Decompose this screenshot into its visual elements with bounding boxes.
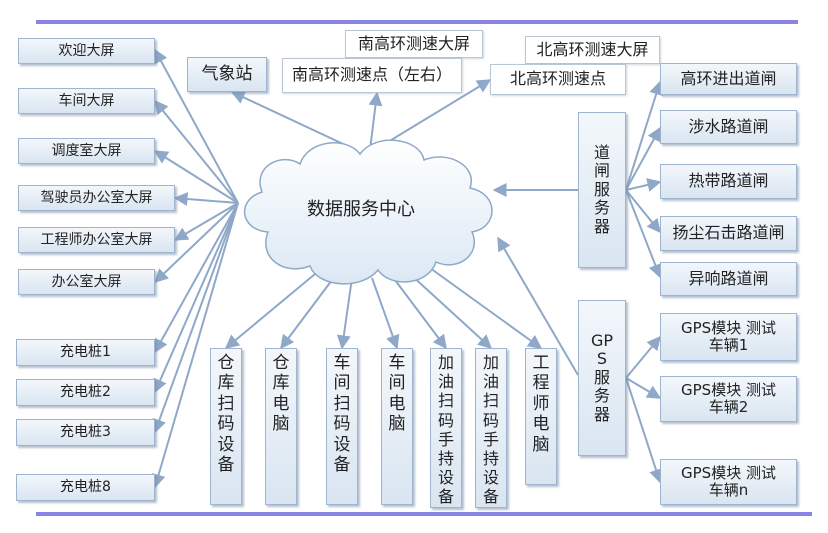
gate-dust-stone-road[interactable]: 扬尘石击路道闸 xyxy=(660,216,797,251)
screen-engineer-office[interactable]: 工程师办公室大屏 xyxy=(18,227,175,253)
south-ring-speed-screen[interactable]: 南高环测速大屏 xyxy=(345,30,483,58)
north-ring-speed-point[interactable]: 北高环测速点 xyxy=(490,64,626,95)
top-rule xyxy=(36,20,798,24)
charger-1[interactable]: 充电桩1 xyxy=(16,339,155,366)
link-warehouse-pc xyxy=(280,275,336,350)
gate-server[interactable]: 道 闸 服 务 器 xyxy=(578,112,626,268)
screen-dispatch[interactable]: 调度室大屏 xyxy=(18,138,155,164)
link-gps-server xyxy=(497,236,579,376)
link-gate-2 xyxy=(625,126,661,191)
link-charger-8 xyxy=(151,202,239,489)
fuel-handheld-scanner-2[interactable]: 加 油 扫 码 手 持 设 备 xyxy=(475,348,507,508)
link-gps-2 xyxy=(625,377,662,399)
link-driver-office-screen xyxy=(173,192,239,206)
link-charger-2 xyxy=(153,202,239,394)
gate-tropical-road[interactable]: 热带路道闸 xyxy=(660,164,797,199)
link-gate-3 xyxy=(625,178,662,192)
charger-2[interactable]: 充电桩2 xyxy=(16,379,155,406)
gate-high-ring-entry[interactable]: 高环进出道闸 xyxy=(660,63,797,95)
bottom-rule xyxy=(36,512,812,516)
link-gps-n xyxy=(625,377,663,484)
charger-8[interactable]: 充电桩8 xyxy=(16,474,155,501)
link-gate-4 xyxy=(625,189,661,234)
gate-noise-road[interactable]: 异响路道闸 xyxy=(660,262,797,296)
gps-server[interactable]: GP S 服 务 器 xyxy=(578,300,626,456)
link-warehouse-scanner xyxy=(224,273,316,349)
north-ring-speed-screen[interactable]: 北高环测速大屏 xyxy=(525,36,660,64)
data-service-center-label: 数据服务中心 xyxy=(307,199,415,220)
fuel-handheld-scanner-1[interactable]: 加 油 扫 码 手 持 设 备 xyxy=(430,348,462,508)
link-office-screen xyxy=(153,202,239,283)
link-charger-1 xyxy=(154,202,239,354)
link-weather xyxy=(230,90,357,151)
link-workshop-screen xyxy=(154,99,239,204)
link-workshop-pc xyxy=(371,277,400,350)
screen-welcome[interactable]: 欢迎大屏 xyxy=(18,38,155,64)
gps-module-vehicle-n[interactable]: GPS模块 测试 车辆n xyxy=(660,459,797,505)
charger-3[interactable]: 充电桩3 xyxy=(16,419,155,446)
south-ring-speed-point[interactable]: 南高环测速点（左右） xyxy=(282,58,462,93)
link-engineer-pc xyxy=(429,267,543,349)
screen-workshop[interactable]: 车间大屏 xyxy=(18,88,155,114)
link-south-point xyxy=(368,91,383,151)
weather-station[interactable]: 气象站 xyxy=(187,57,267,92)
gps-module-vehicle-2[interactable]: GPS模块 测试 车辆2 xyxy=(660,376,797,422)
link-charger-3 xyxy=(152,202,239,434)
screen-driver-office[interactable]: 驾驶员办公室大屏 xyxy=(18,185,175,211)
screen-office[interactable]: 办公室大屏 xyxy=(18,269,155,295)
link-gate-1 xyxy=(625,80,663,191)
link-gate-5 xyxy=(625,189,662,279)
link-fuel-handheld-2 xyxy=(409,273,493,349)
gate-wading-road[interactable]: 涉水路道闸 xyxy=(660,110,797,144)
link-north-point xyxy=(377,79,492,149)
workshop-pc[interactable]: 车 间 电 脑 xyxy=(381,348,413,505)
link-welcome-screen xyxy=(154,48,239,204)
gps-module-vehicle-1[interactable]: GPS模块 测试 车辆1 xyxy=(660,313,797,361)
warehouse-pc[interactable]: 仓 库 电 脑 xyxy=(265,348,297,505)
cloud-icon xyxy=(244,139,493,285)
workshop-scanner[interactable]: 车 间 扫 码 设 备 xyxy=(326,348,358,505)
link-gps-1 xyxy=(625,335,661,379)
link-engineer-office-screen xyxy=(173,202,239,241)
warehouse-scanner[interactable]: 仓 库 扫 码 设 备 xyxy=(210,348,242,505)
engineer-pc[interactable]: 工 程 师 电 脑 xyxy=(525,348,557,485)
link-dispatch-screen xyxy=(153,150,239,204)
link-fuel-handheld-1 xyxy=(391,275,447,350)
link-workshop-scanner xyxy=(336,277,353,350)
